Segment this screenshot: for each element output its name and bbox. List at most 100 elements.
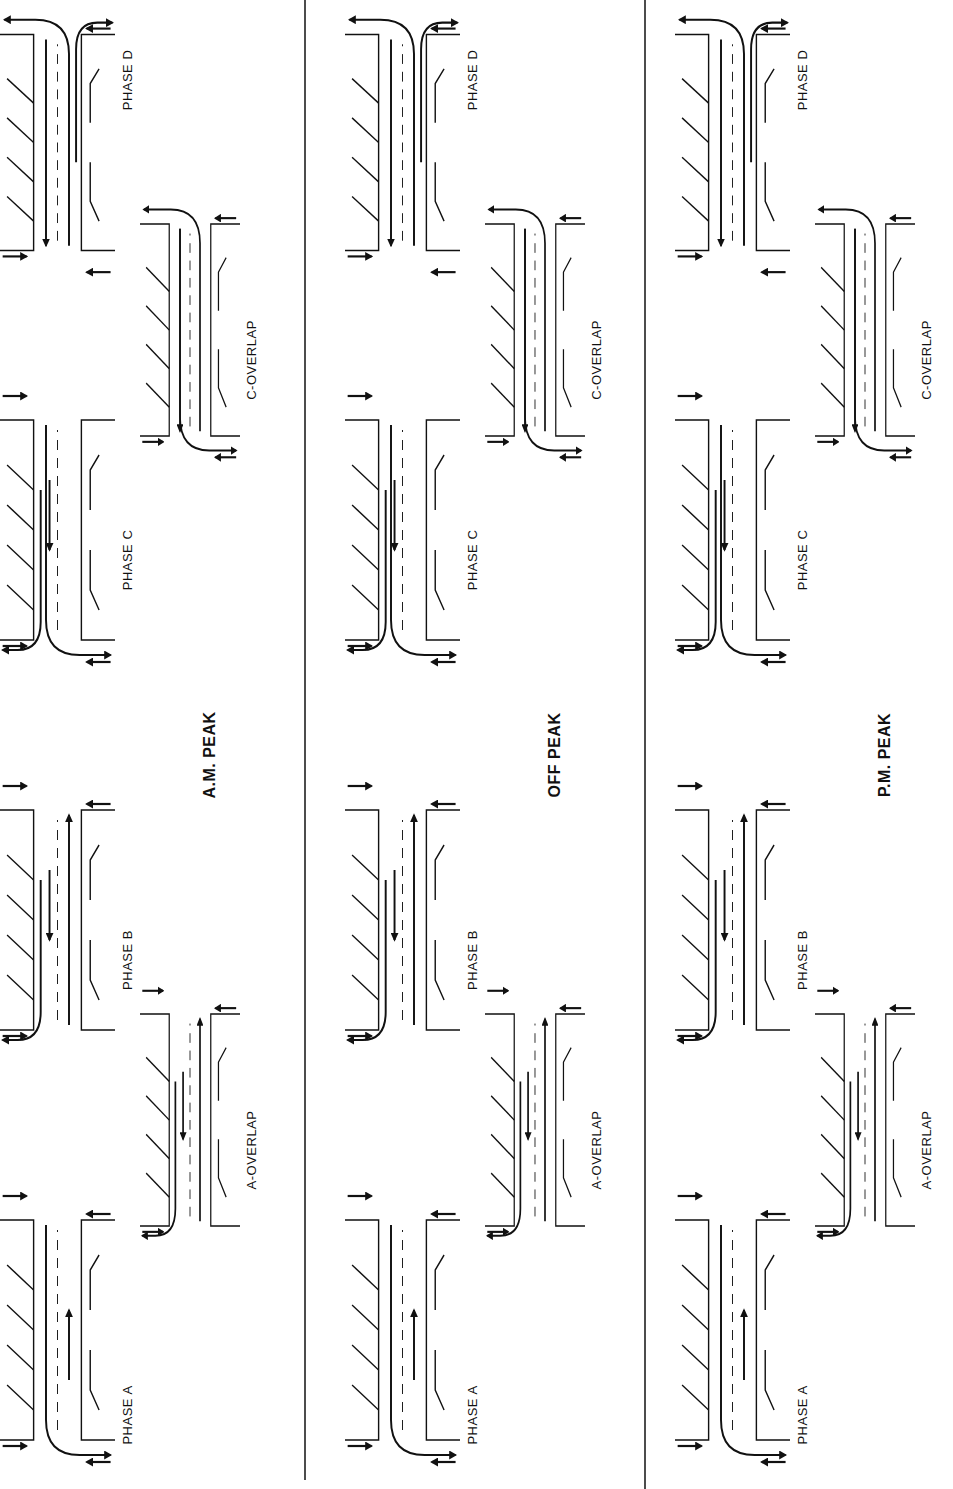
curb-line <box>426 810 460 1030</box>
curb-line <box>821 1173 844 1197</box>
curb-line <box>682 197 709 222</box>
curb-line <box>682 895 709 920</box>
movement-arrow <box>68 1310 70 1380</box>
movement-arrow <box>560 1007 581 1009</box>
curb-line <box>893 258 901 311</box>
curb-line <box>491 344 514 368</box>
movement-arrow <box>762 803 786 805</box>
curb-line <box>90 845 99 900</box>
movement-arrow <box>142 1231 163 1233</box>
curb-line <box>563 258 571 311</box>
curb-line <box>756 420 790 640</box>
curb-line <box>756 810 790 1030</box>
curb-line <box>81 1220 115 1440</box>
phase-label: C-OVERLAP <box>590 318 604 402</box>
curb-line <box>90 940 99 1000</box>
curb-line <box>352 585 379 610</box>
movement-arrow <box>432 271 456 273</box>
movement-arrow <box>857 1072 859 1140</box>
lane-line <box>57 820 58 1020</box>
curb-line <box>352 855 379 880</box>
curb-line <box>140 1014 169 1226</box>
curb-line <box>682 118 709 143</box>
movement-arrow <box>3 1195 27 1197</box>
movement-arrow <box>678 1445 702 1447</box>
curb-line <box>821 383 844 407</box>
movement-arrow <box>890 1007 911 1009</box>
phase-schematic <box>675 786 790 1040</box>
curb-line <box>426 1220 460 1440</box>
curb-line <box>765 1255 774 1310</box>
movement-arrow <box>199 1019 201 1222</box>
movement-arrow <box>678 1195 702 1197</box>
curb-line <box>90 1350 99 1410</box>
curb-line <box>352 465 379 490</box>
curb-line <box>7 855 34 880</box>
movement-arrow <box>76 23 112 162</box>
curb-line <box>7 1265 34 1290</box>
curb-line <box>765 455 774 510</box>
phase-schematic <box>675 20 790 272</box>
curb-line <box>485 224 514 436</box>
curb-line <box>0 420 34 640</box>
curb-line <box>146 306 169 330</box>
movement-arrow <box>3 1445 27 1447</box>
phase-schematic <box>485 991 585 1236</box>
curb-line <box>491 1134 514 1158</box>
curb-line <box>352 505 379 530</box>
phase-schematic <box>345 786 460 1040</box>
phase-schematic <box>485 209 585 457</box>
movement-arrow <box>762 1461 786 1463</box>
curb-line <box>426 420 460 640</box>
movement-arrow <box>762 661 786 663</box>
curb-line <box>7 1345 34 1370</box>
curb-line <box>90 69 99 123</box>
curb-line <box>81 34 115 250</box>
movement-arrow <box>45 39 47 245</box>
curb-line <box>7 895 34 920</box>
curb-line <box>7 465 34 490</box>
lane-line <box>190 234 191 427</box>
movement-arrow <box>393 480 395 550</box>
curb-line <box>765 550 774 610</box>
curb-line <box>563 349 571 407</box>
phase-schematic <box>140 991 240 1236</box>
phase-schematic <box>345 20 460 272</box>
movement-arrow <box>348 880 386 1040</box>
curb-line <box>682 157 709 182</box>
curb-line <box>765 940 774 1000</box>
lane-line <box>402 820 403 1020</box>
curb-line <box>675 1220 709 1440</box>
curb-line <box>435 940 444 1000</box>
movement-arrow <box>180 229 236 451</box>
curb-line <box>765 845 774 900</box>
movement-arrow <box>487 1231 508 1233</box>
curb-line <box>352 545 379 570</box>
lane-line <box>402 44 403 240</box>
phase-label: PHASE C <box>121 528 135 593</box>
phase-label: C-OVERLAP <box>920 318 934 402</box>
movement-arrow <box>3 490 41 650</box>
movement-arrow <box>142 441 163 443</box>
movement-arrow <box>762 271 786 273</box>
curb-line <box>893 1139 901 1197</box>
phase-label: PHASE A <box>796 1383 810 1446</box>
lane-line <box>402 1230 403 1430</box>
phase-schematic <box>345 1196 460 1462</box>
curb-line <box>146 344 169 368</box>
phase-label: A-OVERLAP <box>245 1109 259 1192</box>
phase-schematic <box>675 396 790 662</box>
movement-arrow <box>432 28 456 30</box>
panel-separator <box>304 0 306 1480</box>
movement-arrow <box>142 1081 175 1235</box>
movement-arrow <box>3 785 27 787</box>
movement-arrow <box>87 271 111 273</box>
phase-schematic <box>815 991 915 1236</box>
phase-label: PHASE C <box>466 528 480 593</box>
curb-line <box>352 1385 379 1410</box>
movement-arrow <box>678 880 716 1040</box>
movement-arrow <box>527 1072 529 1140</box>
movement-arrow <box>215 217 236 219</box>
movement-arrow <box>348 395 372 397</box>
phase-label: PHASE B <box>796 928 810 992</box>
